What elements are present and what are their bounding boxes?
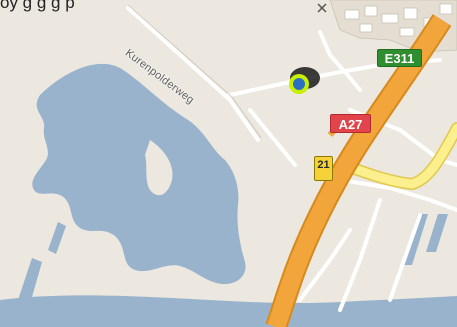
minor-road-edges	[127, 4, 262, 139]
secondary-road-fill	[340, 123, 457, 189]
marker-dot	[293, 78, 305, 90]
top-overflow-text: oy g g g p	[0, 0, 75, 12]
minor-roads	[126, 6, 457, 312]
lake-inlet	[145, 140, 173, 196]
shield-exit-21: 21	[314, 156, 333, 181]
location-marker[interactable]	[289, 67, 320, 94]
lake	[32, 63, 246, 285]
water-right-2	[426, 214, 448, 252]
direction-arrow-icon	[317, 3, 327, 13]
canal-mid	[48, 222, 66, 254]
shield-a27: A27	[330, 114, 371, 133]
shield-e311: E311	[377, 49, 422, 67]
motorway-a27-fill	[267, 15, 450, 327]
canal-left	[18, 258, 42, 304]
